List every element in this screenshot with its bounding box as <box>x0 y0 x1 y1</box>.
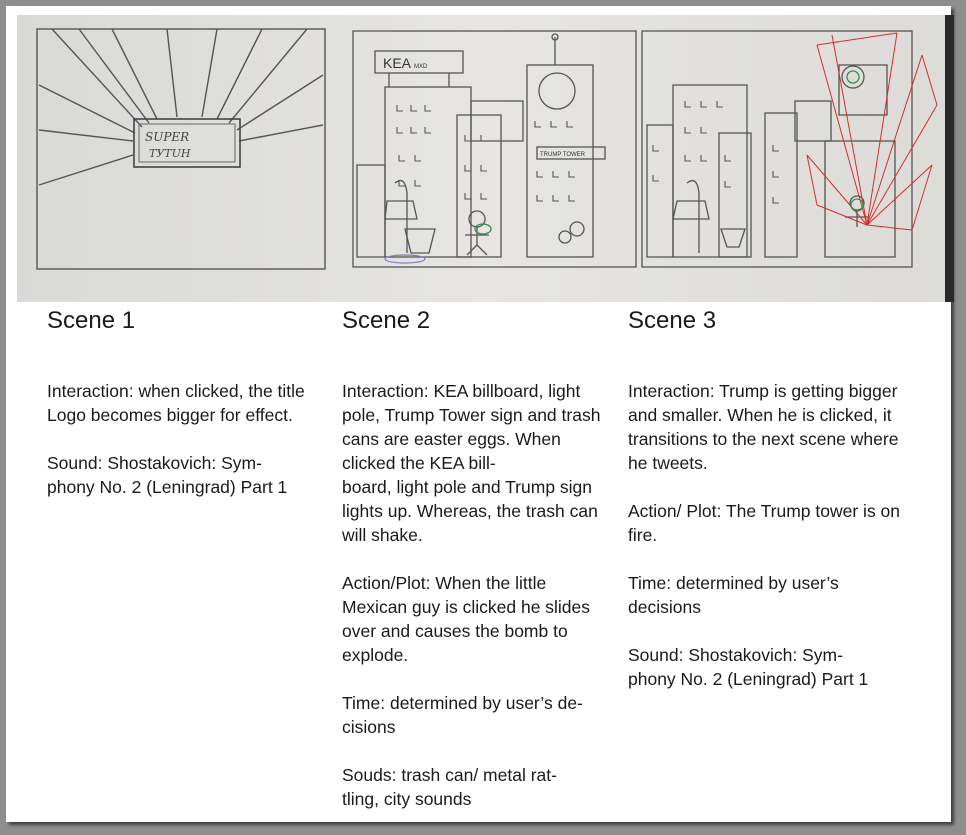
panel-1-sketch <box>36 28 326 270</box>
scene-1-description: Interaction: when clicked, the title Log… <box>47 379 317 523</box>
panel-2-sketch <box>352 30 637 268</box>
panel-2-tower-sign: TRUMP TOWER <box>540 152 586 158</box>
panel-3-fire-lines <box>806 32 938 231</box>
scene-3-time: Time: determined by user’s decisions <box>628 573 839 617</box>
scene-3-title: Scene 3 <box>628 307 717 334</box>
scene-2-time: Time: determined by user’s de-cisions <box>342 693 583 737</box>
scene-3-sound: Sound: Shostakovich: Sym-phony No. 2 (Le… <box>628 645 869 689</box>
scene-1-title: Scene 1 <box>47 307 136 334</box>
scene-2-action-plot: Action/Plot: When the little Mexican guy… <box>342 573 591 665</box>
scene-1-interaction: Interaction: when clicked, the title Log… <box>47 381 305 425</box>
scene-1-sound: Sound: Shostakovich: Sym-phony No. 2 (Le… <box>47 453 288 497</box>
scene-3-action-plot: Action/ Plot: The Trump tower is on fire… <box>628 501 901 545</box>
panel-1-logo-line-2: ТУТUН <box>149 147 191 160</box>
panel-2-billboard-small: MXD <box>414 64 428 70</box>
storyboard-photo: SUPER ТУТUН <box>17 15 954 302</box>
panel-2-billboard-text: KEA <box>383 55 412 71</box>
scene-3-interaction: Interaction: Trump is getting bigger and… <box>628 381 899 473</box>
panel-1-logo-line-1: SUPER <box>145 130 189 144</box>
scene-2-interaction: Interaction: KEA billboard, light pole, … <box>342 381 601 545</box>
scene-2-description: Interaction: KEA billboard, light pole, … <box>342 379 614 835</box>
scene-2-sounds: Souds: trash can/ metal rat-tling, city … <box>342 765 557 809</box>
scene-3-description: Interaction: Trump is getting bigger and… <box>628 379 906 715</box>
scene-2-title: Scene 2 <box>342 307 431 334</box>
document-page: SUPER ТУТUН <box>6 6 954 822</box>
